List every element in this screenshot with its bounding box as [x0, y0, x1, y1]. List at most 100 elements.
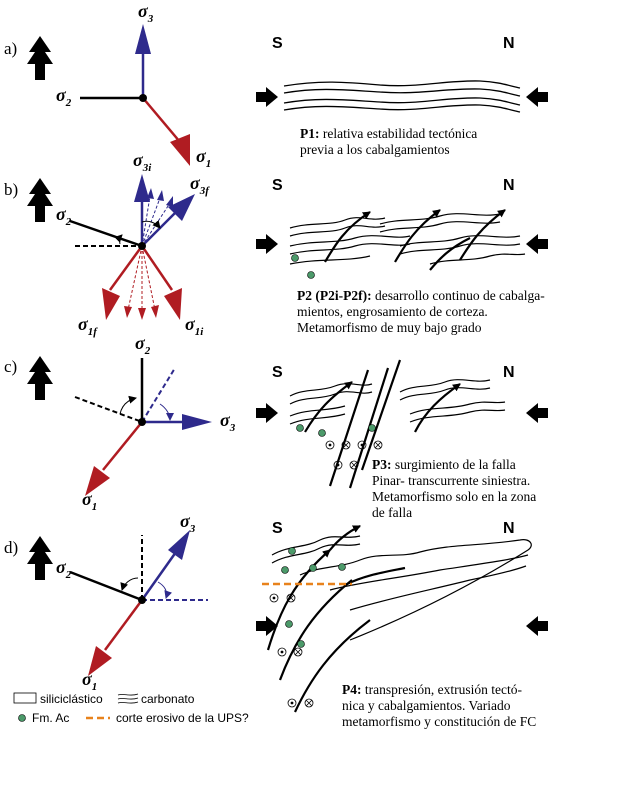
sigma2-label: σ2 [56, 557, 72, 581]
thrust-faults [324, 209, 506, 271]
sigma3f-label: σ3f [190, 173, 210, 197]
panel-label-c: c) [4, 357, 17, 376]
fm-ac-marker [338, 563, 346, 571]
caption-d: P4: transpresión, extrusión tectó- nica … [342, 682, 536, 729]
north-arrow-icon [27, 36, 53, 80]
sigma3i-label: σ3i [133, 150, 152, 174]
sigma1i-label: σ1i [185, 314, 204, 338]
south-label: S [272, 520, 283, 537]
thrust-sheets [289, 379, 506, 425]
previous-sigma3-trace [141, 367, 176, 423]
fm-ac-marker [368, 424, 376, 432]
fault-motion-symbols [325, 440, 383, 470]
sigma1-axis [142, 97, 181, 143]
fm-ac-swatch [18, 714, 26, 722]
panel-c: c) σ2 σ3 σ1 S N [4, 333, 548, 520]
sigma3-label: σ3 [220, 410, 236, 434]
compression-arrow-right-icon [526, 87, 548, 107]
fm-ac-marker [281, 566, 289, 574]
south-label: S [272, 35, 283, 52]
panel-a: a) σ3 σ2 σ1 S N P1: relativa estabilidad… [4, 1, 548, 170]
sigma1f-axis [108, 245, 144, 291]
rotation-arrow [119, 395, 137, 415]
fm-ac-marker [296, 424, 304, 432]
sigma1-axis [103, 599, 144, 651]
sigma1-arrowhead [170, 134, 190, 166]
sigma1-label: σ1 [82, 489, 97, 513]
sigma2-axis [69, 570, 143, 602]
sigma1-label: σ1 [196, 146, 211, 170]
thrust-sheets [271, 535, 532, 641]
fm-ac-marker [285, 620, 293, 628]
sigma3-label: σ3 [180, 511, 196, 535]
legend-siliciclastic: siliciclástico [40, 692, 103, 706]
north-label: N [503, 364, 515, 381]
extrusion-faults [266, 525, 406, 713]
caption-a: P1: relativa estabilidad tectónica previ… [300, 126, 481, 157]
sigma1i-axis [140, 245, 174, 291]
flat-layers [283, 80, 521, 113]
sigma1f-arrowhead [102, 288, 120, 320]
fm-ac-marker [297, 640, 305, 648]
stress-origin [139, 94, 147, 102]
compression-arrow-left-icon [256, 234, 278, 254]
north-label: N [503, 35, 515, 52]
sigma2-label: σ2 [135, 333, 151, 357]
compression-arrow-right-icon [526, 234, 548, 254]
thrust-sheets [289, 213, 526, 265]
stress-origin [138, 242, 146, 250]
panel-label-b: b) [4, 180, 18, 199]
legend: siliciclástico carbonato Fm. Ac corte er… [13, 692, 249, 725]
sigma3i-arrowhead [134, 174, 150, 202]
sigma1i-arrowhead [164, 288, 182, 320]
fm-ac-marker [307, 271, 315, 279]
south-label: S [272, 364, 283, 381]
north-arrow-icon [27, 356, 53, 400]
rotation-arrow [141, 220, 161, 229]
compression-arrow-right-icon [526, 616, 548, 636]
south-label: S [272, 177, 283, 194]
sigma1-label: σ1 [82, 669, 97, 693]
sigma2-axis [69, 219, 143, 248]
fm-ac-marker [291, 254, 299, 262]
legend-fm-ac: Fm. Ac [32, 711, 69, 725]
sigma3f-arrowhead [168, 194, 195, 221]
north-label: N [503, 520, 515, 537]
sigma1-axis [102, 421, 143, 471]
sigma2-label: σ2 [56, 204, 72, 228]
fm-ac-marker [318, 429, 326, 437]
sigma3-axis [140, 551, 178, 601]
panel-d: d) σ3 σ2 σ1 S N [4, 511, 548, 729]
compression-arrow-left-icon [256, 87, 278, 107]
carbonate-swatch [117, 693, 139, 704]
panel-label-d: d) [4, 538, 18, 557]
sigma1-arrowhead [85, 466, 110, 496]
caption-b: P2 (P2i-P2f): desarrollo continuo de cab… [297, 288, 548, 335]
caption-c: P3: surgimiento de la falla Pinar- trans… [372, 457, 540, 520]
sigma3-arrowhead [182, 414, 212, 430]
panel-b: b) σ3i σ3f σ2 σ1f σ1i [4, 150, 548, 338]
north-label: N [503, 177, 515, 194]
stress-origin [138, 596, 146, 604]
compression-arrow-left-icon [256, 403, 278, 423]
sigma1-arrowhead [88, 646, 112, 676]
rotation-arrow [120, 577, 139, 591]
sigma2-label: σ2 [56, 85, 72, 109]
previous-sigma2-trace [74, 396, 143, 423]
legend-carbonate: carbonato [141, 692, 195, 706]
sigma3-label: σ3 [138, 1, 154, 25]
sigma3-arrowhead [135, 24, 151, 54]
north-arrow-icon [27, 178, 53, 222]
fm-ac-marker [288, 547, 296, 555]
fm-ac-marker [309, 564, 317, 572]
siliciclastic-swatch [13, 692, 37, 704]
legend-erosive-cut: corte erosivo de la UPS? [116, 711, 249, 725]
compression-arrow-right-icon [526, 403, 548, 423]
sigma1f-label: σ1f [78, 314, 98, 338]
rotation-arrow [157, 581, 173, 599]
rotation-arrow [159, 403, 174, 421]
north-arrow-icon [27, 536, 53, 580]
sigma1-intermediate [127, 245, 156, 312]
sigma3-arrowhead [168, 530, 190, 560]
panel-label-a: a) [4, 39, 17, 58]
